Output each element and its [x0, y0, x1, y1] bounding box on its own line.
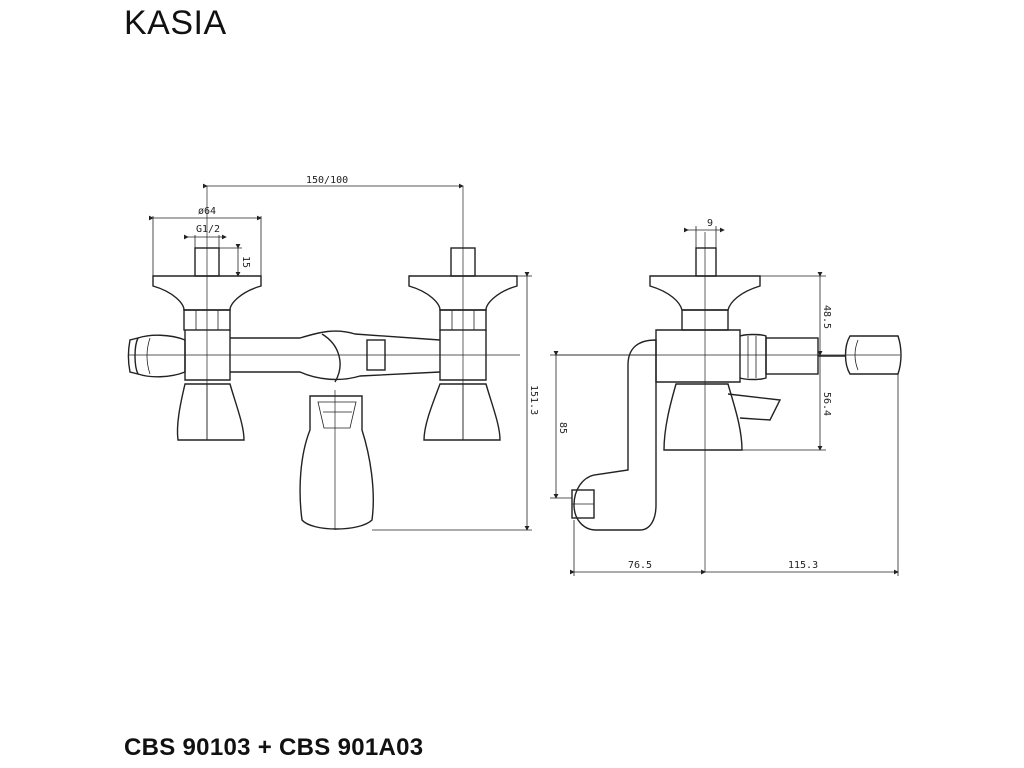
dim-top-offset: 9 — [707, 218, 713, 229]
dim-holder-low: 56.4 — [821, 392, 832, 416]
dim-total-height: 151.3 — [528, 385, 539, 415]
dim-diameter: ø64 — [198, 206, 216, 217]
dim-spout-depth: 76.5 — [628, 560, 652, 571]
right-handle — [423, 383, 501, 441]
left-eccentric-fitting — [152, 247, 262, 331]
model-number: CBS 90103 + CBS 901A03 — [124, 734, 424, 761]
dim-spout-height: 85 — [557, 422, 568, 434]
product-title: KASIA — [124, 4, 227, 42]
right-eccentric-fitting — [408, 247, 518, 331]
left-handle — [176, 383, 245, 441]
spout — [299, 395, 374, 530]
dim-thread-length: 15 — [240, 256, 251, 268]
mixer-body — [184, 330, 487, 383]
left-shower-holder — [127, 334, 186, 378]
dim-holder-depth: 115.3 — [788, 560, 818, 571]
dim-holder-top: 48.5 — [821, 305, 832, 329]
dim-thread: G1/2 — [196, 224, 220, 235]
side-view: 9 48.5 56.4 85 76.5 115.3 — [550, 218, 902, 576]
front-view: 150/100 ø64 G1/2 15 151.3 — [127, 175, 539, 531]
dim-spacing: 150/100 — [306, 175, 348, 186]
